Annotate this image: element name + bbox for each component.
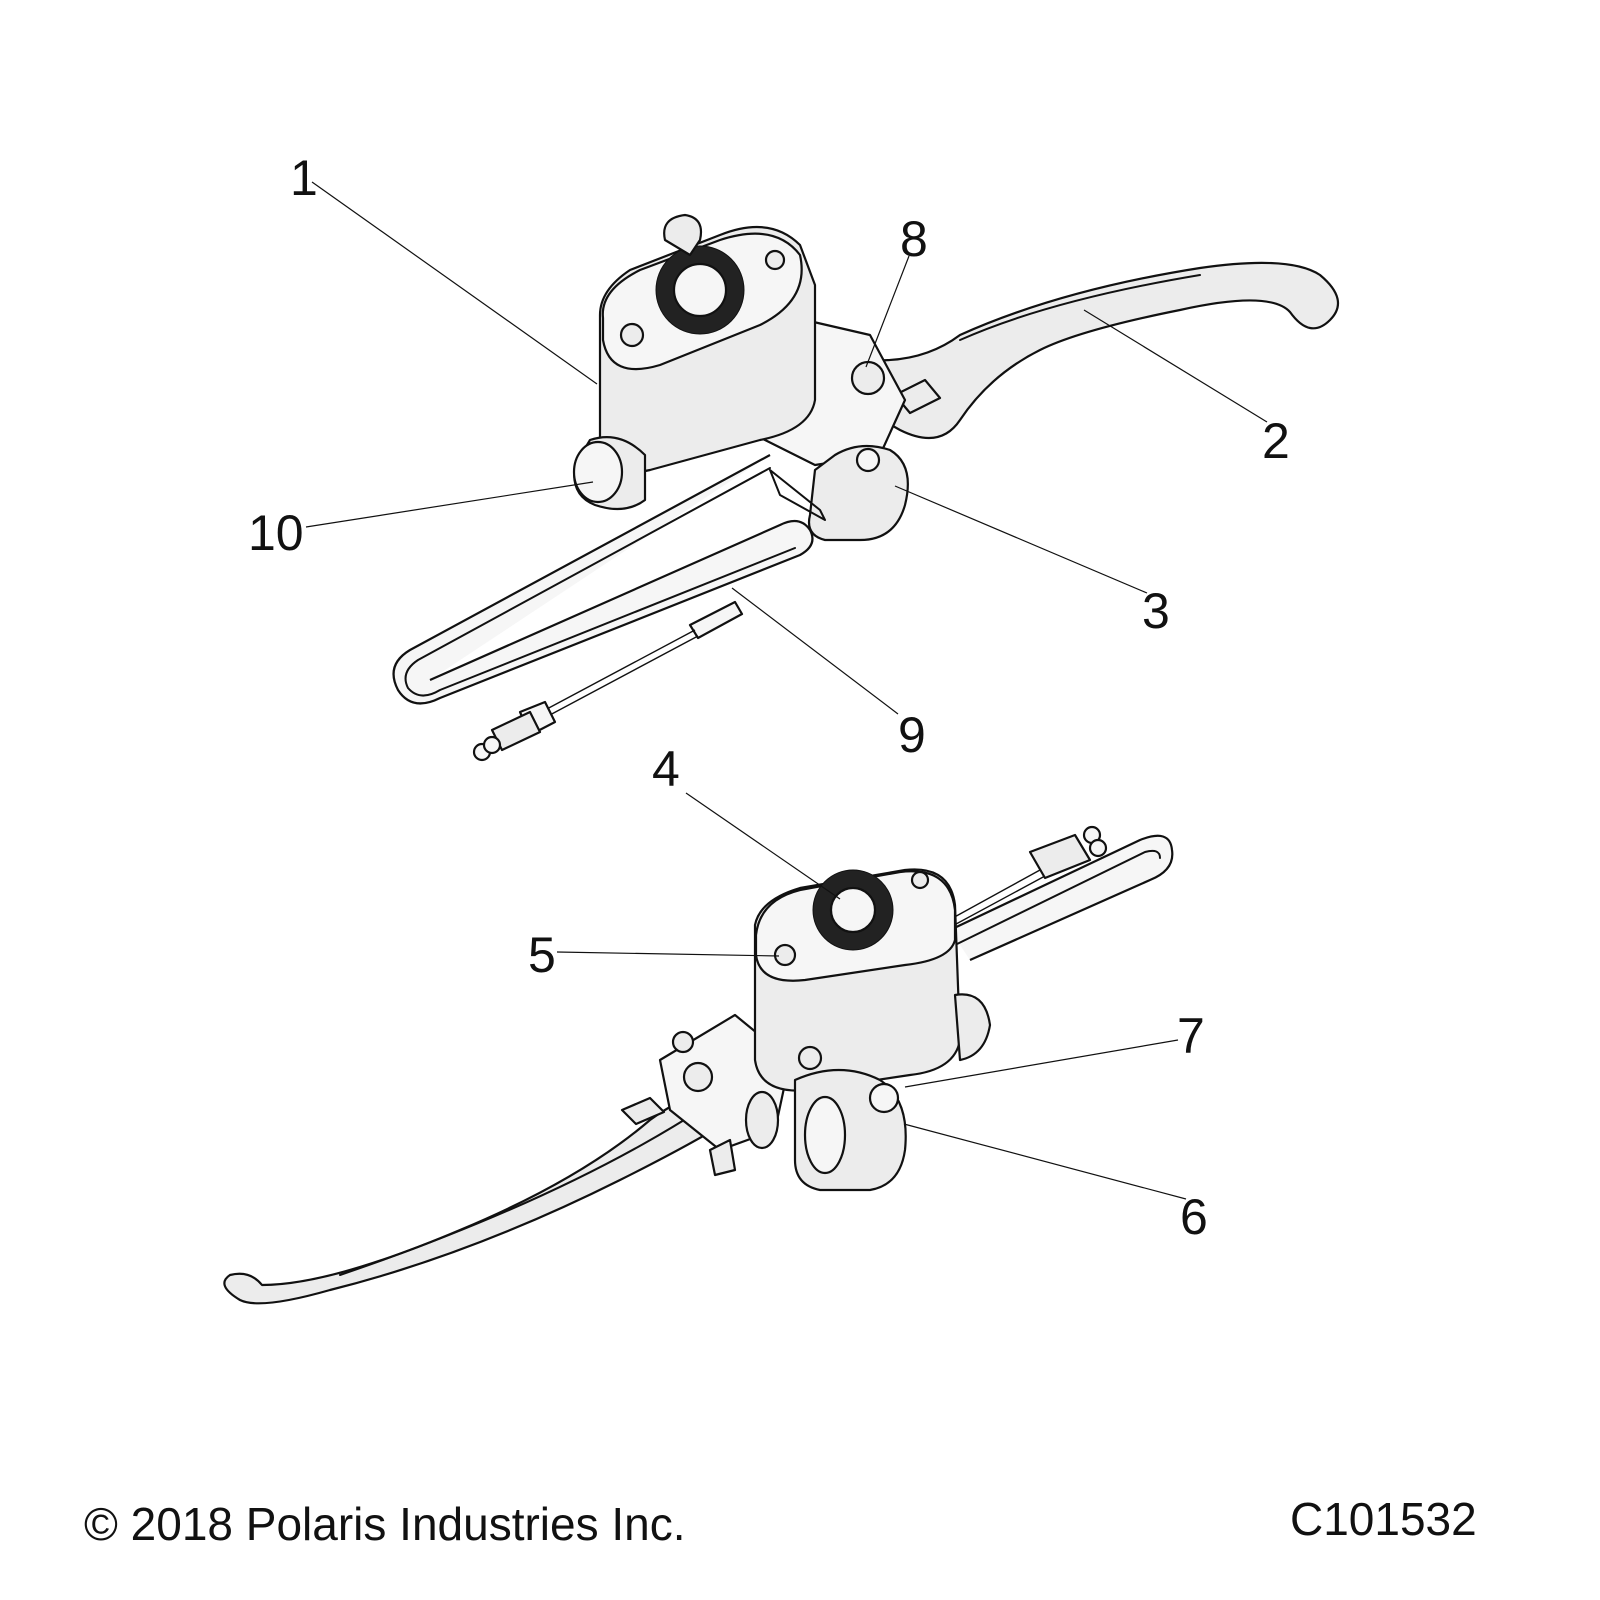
hose-loop-lower bbox=[939, 825, 1174, 962]
hose-loop-upper bbox=[392, 454, 814, 762]
callout-8: 8 bbox=[900, 211, 928, 267]
callout-3: 3 bbox=[1142, 583, 1170, 639]
clamp-bolt-lower bbox=[868, 1082, 900, 1114]
upper-assembly bbox=[392, 213, 1340, 762]
callout-1: 1 bbox=[290, 150, 318, 206]
callout-labels: 1 2 3 4 5 6 7 8 9 10 bbox=[248, 150, 1290, 1245]
callout-6: 6 bbox=[1180, 1189, 1208, 1245]
pivot-bolt-lower bbox=[682, 1061, 714, 1093]
clamp-upper bbox=[807, 444, 909, 542]
callout-7: 7 bbox=[1177, 1008, 1205, 1064]
callout-5: 5 bbox=[528, 927, 556, 983]
callout-4: 4 bbox=[652, 741, 680, 797]
figure-code: C101532 bbox=[1290, 1493, 1477, 1545]
pivot-bolt-upper bbox=[850, 360, 886, 396]
lever-lower bbox=[223, 1083, 762, 1305]
callout-10: 10 bbox=[248, 505, 304, 561]
leader-lines bbox=[305, 181, 1268, 1200]
copyright-text: © 2018 Polaris Industries Inc. bbox=[84, 1498, 686, 1550]
callout-2: 2 bbox=[1262, 413, 1290, 469]
callout-9: 9 bbox=[898, 707, 926, 763]
lower-assembly bbox=[223, 825, 1174, 1305]
lid-screw-lower bbox=[773, 943, 797, 967]
